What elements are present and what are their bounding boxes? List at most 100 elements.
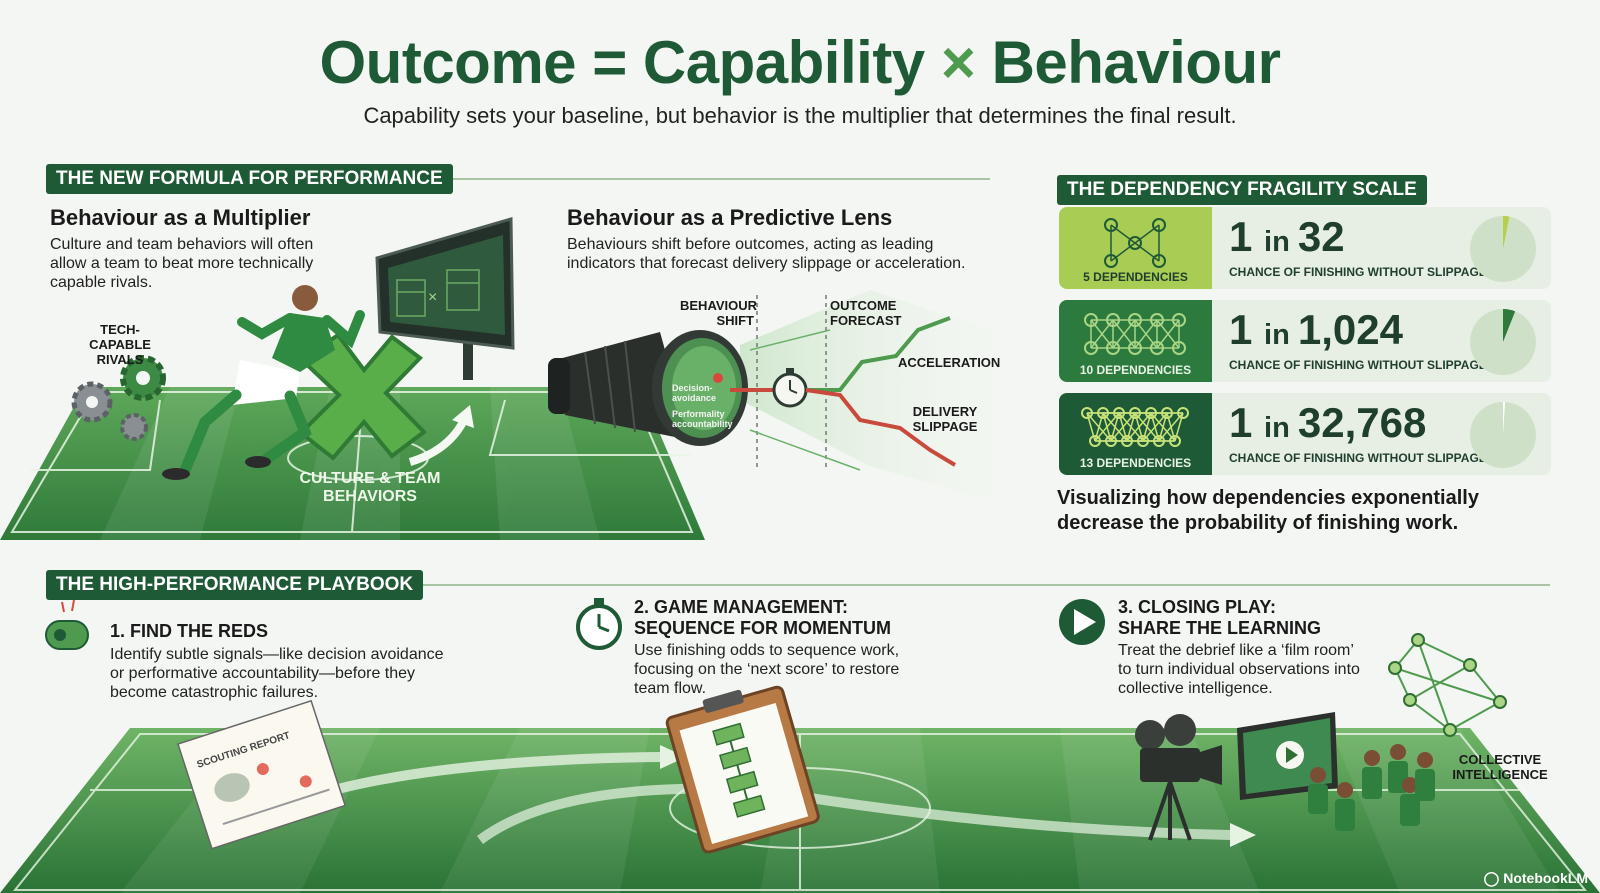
step2-title: 2. GAME MANAGEMENT: SEQUENCE FOR MOMENTU…: [634, 597, 891, 639]
scoreboard: ×: [375, 217, 515, 380]
dependency-tile: 10 DEPENDENCIES: [1059, 300, 1212, 382]
network-node: [1150, 341, 1164, 355]
page-title: Outcome = Capability × Behaviour: [0, 28, 1600, 97]
acceleration-line: [806, 316, 951, 392]
step3-title-line2: SHARE THE LEARNING: [1118, 618, 1322, 638]
playbook-section-header: THE HIGH-PERFORMANCE PLAYBOOK: [46, 570, 424, 600]
step3-body: Treat the debrief like a ‘film room’ to …: [1118, 642, 1360, 697]
lens-text-4: accountability: [672, 419, 733, 429]
dependency-network-icon: [1081, 407, 1189, 447]
step3-title-line1: 3. CLOSING PLAY:: [1118, 597, 1277, 617]
network-edge: [1158, 412, 1184, 442]
dependency-network-icon: [1104, 218, 1166, 268]
step1-title: 1. FIND THE REDS: [110, 621, 269, 641]
label-acceleration: ACCELERATION: [898, 355, 1001, 370]
odds-one: 1: [1229, 399, 1265, 446]
network-node: [1084, 313, 1098, 327]
network-node: [1152, 254, 1166, 268]
svg-text:×: ×: [428, 289, 437, 306]
lens-body: Behaviours shift before outcomes, acting…: [567, 236, 966, 272]
network-edge: [1110, 242, 1136, 262]
network-node: [1106, 341, 1120, 355]
page-subtitle: Capability sets your baseline, but behav…: [363, 103, 1237, 128]
fragility-caption: Visualizing how dependencies exponential…: [1057, 487, 1479, 534]
odds-in: in: [1264, 226, 1298, 258]
probability-pie: [1470, 215, 1536, 282]
network-node: [1169, 435, 1181, 447]
title-part-outcome: Outcome = Capability: [319, 29, 926, 96]
odds-value: 1 in 32: [1229, 213, 1345, 261]
clipboard-flowchart: [665, 685, 820, 854]
lens-inner-text: Decision- avoidance Performality account…: [672, 383, 733, 429]
network-edge: [1142, 412, 1168, 442]
odds-n: 32,768: [1297, 399, 1427, 446]
network-node: [1129, 407, 1141, 419]
network-node: [1152, 218, 1166, 232]
probability-pie: [1470, 309, 1536, 375]
network-node: [1177, 407, 1189, 419]
multiplier-body: Culture and team behaviors will often al…: [50, 236, 314, 291]
step2-title-line2: SEQUENCE FOR MOMENTUM: [634, 618, 892, 638]
network-node: [1105, 435, 1117, 447]
lens-text-1: Decision-: [672, 383, 713, 393]
pie-slice: [1503, 309, 1516, 342]
network-node: [1172, 341, 1186, 355]
pie-slice: [1503, 402, 1506, 435]
network-node: [1128, 313, 1142, 327]
odds-one: 1: [1229, 213, 1265, 260]
title-times-sign: ×: [940, 29, 976, 96]
network-node: [1121, 435, 1133, 447]
step2-body: Use finishing odds to sequence work, foc…: [634, 642, 900, 697]
label-behaviour-shift: BEHAVIOUR SHIFT: [680, 298, 758, 328]
lens-title: Behaviour as a Predictive Lens: [567, 205, 893, 230]
lens-text-2: avoidance: [672, 393, 717, 403]
dependency-tile: 13 DEPENDENCIES: [1059, 393, 1212, 475]
pie-slice: [1503, 215, 1510, 249]
title-part-behaviour: Behaviour: [991, 29, 1281, 96]
network-edge: [1134, 224, 1160, 244]
chance-label: CHANCE OF FINISHING WITHOUT SLIPPAGE: [1229, 265, 1487, 279]
dependency-tile: 5 DEPENDENCIES: [1059, 207, 1212, 289]
brand-text: NotebookLM: [1503, 870, 1588, 886]
lens-text-3: Performality: [672, 409, 725, 419]
probability-pie: [1470, 402, 1536, 468]
lens-telescope: [548, 290, 990, 500]
odds-value: 1 in 1,024: [1229, 306, 1403, 354]
network-node: [1104, 254, 1118, 268]
label-delivery-slippage: DELIVERY SLIPPAGE: [912, 404, 978, 434]
player-running: [162, 285, 365, 480]
odds-n: 1,024: [1297, 306, 1403, 353]
network-node: [1084, 341, 1098, 355]
notebooklm-brand: ◯ NotebookLM: [1484, 870, 1588, 887]
network-node: [1145, 407, 1157, 419]
dependency-network-icon: [1084, 313, 1186, 355]
network-node: [1081, 407, 1093, 419]
network-node: [1153, 435, 1165, 447]
label-tech-capable-rivals: TECH-CAPABLE RIVALS: [89, 322, 151, 367]
network-node: [1104, 218, 1118, 232]
network-node: [1150, 313, 1164, 327]
network-edge: [1110, 224, 1136, 244]
network-node: [1113, 407, 1125, 419]
scouting-report-paper: [177, 699, 347, 850]
slippage-line: [805, 388, 957, 467]
network-node: [1106, 313, 1120, 327]
odds-one: 1: [1229, 306, 1265, 353]
team-players: [1308, 744, 1435, 831]
network-node: [1172, 313, 1186, 327]
network-node: [1137, 435, 1149, 447]
fragility-section-header: THE DEPENDENCY FRAGILITY SCALE: [1057, 175, 1427, 205]
step1-body: Identify subtle signals—like decision av…: [110, 646, 444, 701]
dependency-count-label: 13 DEPENDENCIES: [1079, 456, 1192, 470]
collective-intelligence-label: COLLECTIVE INTELLIGENCE: [1452, 752, 1548, 782]
dependency-count-label: 5 DEPENDENCIES: [1083, 270, 1188, 284]
label-culture-behaviors: CULTURE & TEAM BEHAVIORS: [299, 470, 441, 505]
formula-section-header: THE NEW FORMULA FOR PERFORMANCE: [46, 164, 453, 194]
chance-label: CHANCE OF FINISHING WITHOUT SLIPPAGE: [1229, 451, 1487, 465]
network-node: [1128, 236, 1142, 250]
brand-logo-icon: ◯: [1483, 870, 1504, 886]
network-edge: [1126, 412, 1152, 442]
odds-in: in: [1264, 319, 1298, 351]
odds-value: 1 in 32,768: [1229, 399, 1426, 447]
